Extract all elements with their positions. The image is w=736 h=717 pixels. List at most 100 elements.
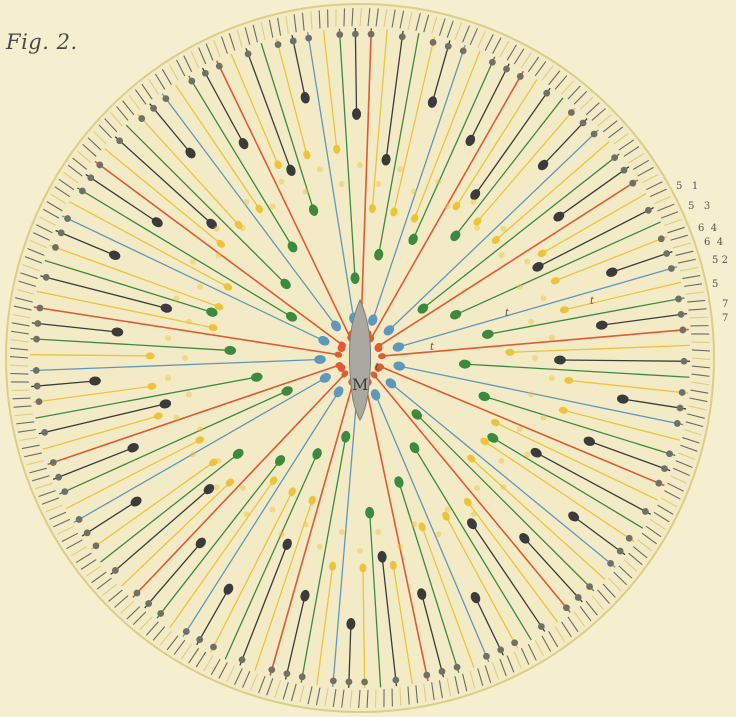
halo-dot [532, 355, 538, 361]
fringe-tick [692, 342, 710, 343]
rim-knob [677, 405, 684, 412]
halo-dot [182, 355, 188, 361]
rim-knob [678, 311, 685, 318]
halo-dot [517, 284, 523, 290]
halo-dot [186, 391, 192, 397]
side-label: 5 [712, 280, 718, 290]
halo-dot [528, 391, 534, 397]
rim-knob [663, 250, 670, 257]
rim-knob [33, 336, 40, 343]
halo-dot [165, 335, 171, 341]
halo-dot [474, 485, 480, 491]
center-label: M [352, 375, 368, 394]
side-label: 6 4 [698, 224, 717, 234]
halo-dot [470, 199, 476, 205]
rim-knob [336, 31, 343, 38]
halo-dot [278, 179, 284, 185]
halo-dot [411, 189, 417, 195]
rim-knob [61, 488, 68, 495]
rim-knob [454, 664, 461, 671]
rim-knob [96, 162, 103, 169]
halo-dot [240, 225, 246, 231]
rim-knob [76, 516, 83, 523]
halo-dot [214, 226, 220, 232]
side-label: 5 1 [676, 182, 698, 192]
rim-knob [445, 43, 452, 50]
rim-knob [621, 167, 628, 174]
rim-knob [330, 677, 337, 684]
halo-dot [517, 426, 523, 432]
rim-knob [157, 610, 164, 617]
halo-dot [278, 531, 284, 537]
rim-knob [658, 235, 665, 242]
side-label: 7 [722, 300, 728, 310]
rim-knob [483, 653, 490, 660]
rim-knob [202, 70, 209, 77]
halo-dot [270, 507, 276, 513]
halo-dot [357, 548, 363, 554]
halo-dot [317, 166, 323, 172]
rim-knob [84, 529, 91, 536]
rim-knob [134, 590, 141, 597]
rim-knob [43, 274, 50, 281]
halo-dot [397, 166, 403, 172]
rim-knob [511, 639, 518, 646]
halo-dot [549, 375, 555, 381]
rim-knob [626, 535, 633, 542]
rim-knob [543, 90, 550, 97]
halo-dot [190, 259, 196, 265]
rim-knob [41, 429, 48, 436]
halo-dot [474, 225, 480, 231]
rim-knob [666, 450, 673, 457]
rim-knob [216, 63, 223, 70]
rim-knob [52, 244, 59, 251]
rim-knob [138, 115, 145, 122]
halo-dot [303, 521, 309, 527]
rim-knob [497, 646, 504, 653]
halo-dot [190, 452, 196, 458]
halo-dot [470, 511, 476, 517]
rim-knob [681, 358, 688, 365]
rim-knob [284, 670, 291, 677]
rim-knob [58, 229, 65, 236]
rim-knob [679, 389, 686, 396]
halo-dot [357, 162, 363, 168]
rim-knob [668, 265, 675, 272]
halo-dot [197, 284, 203, 290]
rim-knob [423, 672, 430, 679]
halo-dot [317, 544, 323, 550]
rim-knob [116, 137, 123, 144]
halo-dot [197, 426, 203, 432]
rim-knob [617, 548, 624, 555]
rim-knob [607, 560, 614, 567]
halo-dot [375, 529, 381, 535]
fringe-tick [319, 10, 320, 28]
halo-dot [411, 521, 417, 527]
rim-knob [34, 320, 41, 327]
halo-dot [173, 295, 179, 301]
rim-knob [55, 474, 62, 481]
rim-knob [352, 31, 359, 38]
rim-knob [162, 95, 169, 102]
rim-knob [675, 296, 682, 303]
rim-knob [183, 628, 190, 635]
fringe-tick [400, 688, 401, 706]
rim-knob [346, 678, 353, 685]
rim-knob [196, 636, 203, 643]
rim-knob [36, 398, 43, 405]
halo-dot [215, 458, 221, 464]
rim-knob [87, 174, 94, 181]
halo-dot [549, 335, 555, 341]
side-label: 6 4 [704, 238, 723, 248]
rim-knob [239, 656, 246, 663]
rim-knob [679, 327, 686, 334]
figure-title: Fig. 2. [6, 30, 78, 54]
fringe-tick [690, 317, 708, 318]
halo-dot [499, 252, 505, 258]
halo-dot [244, 511, 250, 517]
rim-knob [210, 644, 217, 651]
halo-dot [445, 203, 451, 209]
rim-knob [460, 47, 467, 54]
rim-knob [517, 73, 524, 80]
rim-knob [275, 41, 282, 48]
